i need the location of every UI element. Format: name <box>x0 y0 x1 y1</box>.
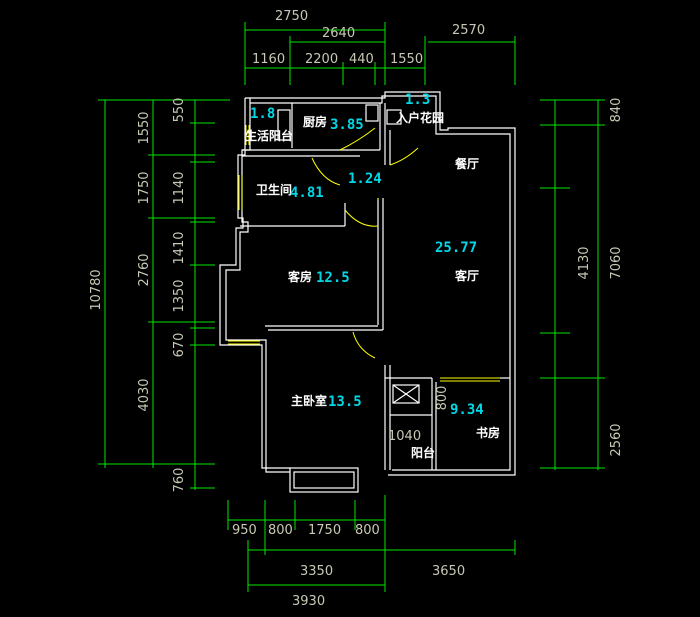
dim-left-1550: 1550 <box>137 111 152 144</box>
label-balcony: 阳台 <box>411 445 435 460</box>
dim-bottom-800b: 800 <box>355 523 380 538</box>
dim-top-2640: 2640 <box>322 26 355 41</box>
area-entry-garden: 1.3 <box>405 92 430 108</box>
dim-top-1160: 1160 <box>252 52 285 67</box>
label-study: 书房 <box>476 425 500 440</box>
dim-right-4130: 4130 <box>577 246 592 279</box>
area-guest-room: 12.5 <box>316 270 350 286</box>
dim-bottom-3350: 3350 <box>300 564 333 579</box>
windows <box>228 125 500 382</box>
dim-left-550: 550 <box>172 98 187 123</box>
dim-top-1550: 1550 <box>390 52 423 67</box>
dimension-lines <box>98 22 605 592</box>
label-laundry-balcony: 生活阳台 <box>245 128 293 143</box>
dim-left-2760: 2760 <box>137 253 152 286</box>
door-arcs <box>311 127 419 359</box>
area-study: 9.34 <box>450 402 484 418</box>
label-bathroom: 卫生间 <box>256 182 292 197</box>
area-master-bedroom: 13.5 <box>328 394 362 410</box>
dim-left-760: 760 <box>172 468 187 493</box>
dim-left-1140: 1140 <box>172 171 187 204</box>
room-labels: 1.8 生活阳台 厨房 3.85 1.3 入户花园 1.24 卫生间 4.81 … <box>245 92 500 460</box>
walls <box>219 91 516 493</box>
label-dining: 餐厅 <box>455 156 479 171</box>
dim-bottom-3930: 3930 <box>292 594 325 609</box>
dim-bottom-3650: 3650 <box>432 564 465 579</box>
dim-right-2560: 2560 <box>609 423 624 456</box>
area-bathroom: 4.81 <box>290 185 324 201</box>
dim-top-2200: 2200 <box>305 52 338 67</box>
dim-top-440: 440 <box>349 52 374 67</box>
label-entry-garden: 入户花园 <box>396 110 444 125</box>
dim-left-10780: 10780 <box>89 269 104 310</box>
area-kitchen: 3.85 <box>330 117 364 133</box>
label-guest-room: 客房 <box>287 269 312 284</box>
dim-left-1750: 1750 <box>137 171 152 204</box>
area-laundry-balcony: 1.8 <box>250 106 275 122</box>
dim-right-7060: 7060 <box>609 246 624 279</box>
dim-left-4030: 4030 <box>137 378 152 411</box>
dim-bottom-800a: 800 <box>268 523 293 538</box>
dim-top-2750: 2750 <box>275 9 308 24</box>
dim-inner-1040: 1040 <box>388 429 421 444</box>
dim-bottom-950: 950 <box>232 523 257 538</box>
dim-bottom-1750: 1750 <box>308 523 341 538</box>
dim-left-670: 670 <box>172 333 187 358</box>
dim-left-1350: 1350 <box>172 279 187 312</box>
area-hall: 1.24 <box>348 171 382 187</box>
area-living: 25.77 <box>435 240 477 256</box>
dimension-labels: 2750 2640 2570 1160 2200 440 1550 10780 … <box>89 9 624 609</box>
dim-left-1410: 1410 <box>172 231 187 264</box>
label-kitchen: 厨房 <box>303 114 327 129</box>
dim-right-840: 840 <box>609 98 624 123</box>
dim-top-2570: 2570 <box>452 23 485 38</box>
label-living: 客厅 <box>454 268 479 283</box>
dim-inner-800: 800 <box>435 386 450 411</box>
label-master-bedroom: 主卧室 <box>291 393 327 408</box>
